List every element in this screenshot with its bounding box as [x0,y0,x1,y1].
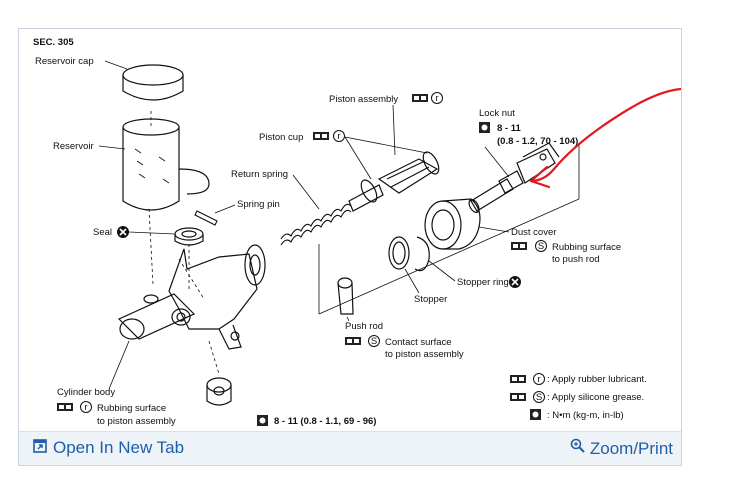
label-spring-pin: Spring pin [237,199,280,210]
svg-text:r: r [537,374,540,385]
svg-text:r: r [337,131,340,142]
label-piston-assembly: Piston assembly [329,94,398,105]
lube-icon [57,403,73,411]
spring-pin [194,210,218,226]
open-new-tab-icon [33,438,47,458]
mounting-bolt [206,377,232,406]
label-push-rod: Push rod [345,321,383,332]
svg-text:S: S [371,336,377,347]
torque-icon [257,415,268,426]
dust-cover-note-2: to push rod [552,254,600,265]
open-new-tab-label: Open In New Tab [53,438,185,457]
rubber-lubricant-icon: r [333,130,345,142]
lock-nut-torque: 8 - 11 [497,123,521,134]
do-not-reuse-icon [509,276,521,288]
torque-icon [530,409,541,420]
lube-icon [412,94,428,102]
silicone-grease-icon: S [368,335,380,347]
svg-text:r: r [435,93,438,104]
svg-text:S: S [536,392,542,403]
diagram-toolbar: Open In New Tab Zoom/Print [19,431,681,465]
lock-nut-torque-alt: (0.8 - 1.2, 70 - 104) [497,136,578,147]
stopper [388,236,410,270]
label-lock-nut: Lock nut [479,108,515,119]
lube-icon [511,242,527,250]
rubber-lubricant-icon: r [80,401,92,413]
lube-icon [510,393,526,401]
open-new-tab-button[interactable]: Open In New Tab [33,438,184,458]
assembly-boundary [318,144,580,315]
stopper-ring [414,236,430,272]
rubber-lubricant-icon: r [533,373,545,385]
cylinder-note-2: to piston assembly [97,416,176,427]
dust-cover [424,198,481,250]
push-rod-note-1: Contact surface [385,337,452,348]
legend-item-rubber: : Apply rubber lubricant. [547,374,647,385]
piston [348,151,440,212]
lube-icon [510,375,526,383]
legend: r : Apply rubber lubricant. S : Apply si… [510,373,647,421]
label-piston-cup: Piston cup [259,132,303,143]
rubber-lubricant-icon: r [431,92,443,104]
lube-icon [313,132,329,140]
lube-icon [345,337,361,345]
label-cylinder-body: Cylinder body [57,387,115,398]
reservoir-cap [122,64,184,101]
silicone-grease-icon: S [533,391,545,403]
label-reservoir: Reservoir [53,141,94,152]
zoom-icon [570,438,586,459]
section-title: SEC. 305 [33,37,74,48]
cylinder-note-1: Rubbing surface [97,403,166,414]
svg-text:S: S [538,241,544,252]
label-return-spring: Return spring [231,169,288,180]
silicone-grease-icon: S [535,240,547,252]
dust-cover-note-1: Rubbing surface [552,242,621,253]
diagram-frame [18,28,682,466]
push-rod [337,277,354,315]
seal [174,227,204,246]
do-not-reuse-icon [117,226,129,238]
push-rod-note-2: to piston assembly [385,349,464,360]
return-spring [280,203,352,246]
clevis-rod [468,142,560,213]
legend-item-silicone: : Apply silicone grease. [547,392,644,403]
annotation-arrow [529,87,681,189]
svg-text:r: r [84,402,87,413]
label-stopper-ring: Stopper ring [457,277,509,288]
bottom-torque: 8 - 11 (0.8 - 1.1, 69 - 96) [274,416,376,427]
cylinder-body [117,208,266,375]
legend-item-torque: : N•m (kg-m, in-lb) [547,410,624,421]
master-cylinder-diagram: SEC. 305 Reservoir cap Reservoir Spring … [33,37,681,427]
label-reservoir-cap: Reservoir cap [35,56,94,67]
torque-icon [479,122,490,133]
label-stopper: Stopper [414,294,447,305]
label-seal: Seal [93,227,112,238]
label-dust-cover: Dust cover [511,227,556,238]
zoom-print-label: Zoom/Print [589,438,673,458]
zoom-print-button[interactable]: Zoom/Print [570,438,673,459]
reservoir [122,111,210,211]
